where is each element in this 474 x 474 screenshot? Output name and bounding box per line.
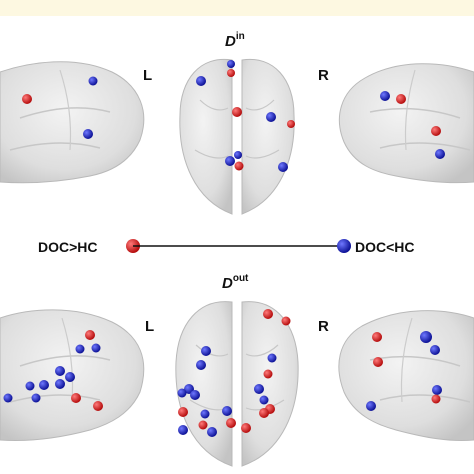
right-lateral-brain-2 bbox=[338, 310, 474, 441]
red-node-0 bbox=[22, 94, 32, 104]
blue-node-7 bbox=[25, 381, 35, 391]
red-node-24 bbox=[178, 407, 188, 417]
blue-node-16 bbox=[196, 360, 206, 370]
blue-node-12 bbox=[278, 162, 288, 172]
blue-node-5 bbox=[196, 76, 206, 86]
blue-node-3 bbox=[227, 60, 235, 68]
right-lateral-brain bbox=[338, 63, 474, 184]
blue-node-19 bbox=[177, 388, 187, 398]
red-node-10 bbox=[71, 393, 81, 403]
blue-node-4 bbox=[65, 372, 75, 382]
panel-din-left-label: L bbox=[143, 67, 152, 84]
panel-dout-nodes bbox=[3, 309, 442, 437]
panel-din: Din L R bbox=[0, 31, 474, 215]
axial-brain-2 bbox=[175, 301, 299, 467]
axial-brain bbox=[179, 58, 295, 215]
legend-blue-node-icon bbox=[337, 239, 351, 253]
blue-node-3 bbox=[55, 366, 65, 376]
blue-node-2 bbox=[83, 129, 93, 139]
red-node-17 bbox=[263, 369, 273, 379]
red-node-11 bbox=[93, 401, 103, 411]
blue-node-9 bbox=[31, 393, 41, 403]
blue-node-20 bbox=[190, 390, 200, 400]
panel-din-nodes bbox=[22, 60, 445, 172]
blue-node-22 bbox=[259, 395, 269, 405]
red-node-13 bbox=[281, 316, 291, 326]
panel-dout-title: Dout bbox=[222, 273, 249, 292]
blue-node-6 bbox=[39, 380, 49, 390]
blue-node-7 bbox=[266, 112, 276, 122]
blue-node-13 bbox=[380, 91, 390, 101]
blue-node-25 bbox=[200, 409, 210, 419]
red-node-27 bbox=[259, 408, 269, 418]
blue-node-26 bbox=[222, 406, 232, 416]
red-node-14 bbox=[396, 94, 406, 104]
panel-dout-left-label: L bbox=[145, 318, 154, 335]
top-band bbox=[0, 0, 474, 16]
red-node-6 bbox=[232, 107, 242, 117]
blue-node-16 bbox=[435, 149, 445, 159]
panel-din-title: Din bbox=[225, 31, 245, 50]
blue-node-34 bbox=[420, 331, 432, 343]
blue-node-21 bbox=[254, 384, 264, 394]
red-node-30 bbox=[226, 418, 236, 428]
legend-left-label: DOC>HC bbox=[38, 239, 98, 255]
legend: DOC>HC DOC<HC bbox=[38, 239, 415, 255]
blue-node-15 bbox=[267, 353, 277, 363]
blue-node-14 bbox=[201, 346, 211, 356]
red-node-11 bbox=[234, 161, 244, 171]
panel-din-right-label: R bbox=[318, 67, 329, 84]
left-lateral-brain bbox=[0, 61, 145, 184]
red-node-39 bbox=[431, 394, 441, 404]
blue-node-5 bbox=[55, 379, 65, 389]
blue-node-28 bbox=[178, 425, 188, 435]
red-node-31 bbox=[241, 423, 251, 433]
blue-node-9 bbox=[234, 151, 242, 159]
blue-node-37 bbox=[432, 385, 442, 395]
panel-dout-right-label: R bbox=[318, 318, 329, 335]
blue-node-1 bbox=[75, 344, 85, 354]
blue-node-32 bbox=[207, 427, 217, 437]
blue-node-35 bbox=[430, 345, 440, 355]
legend-right-label: DOC<HC bbox=[355, 239, 415, 255]
red-node-4 bbox=[227, 69, 235, 77]
blue-node-38 bbox=[366, 401, 376, 411]
blue-node-2 bbox=[91, 343, 101, 353]
red-node-33 bbox=[372, 332, 382, 342]
red-node-15 bbox=[431, 126, 441, 136]
red-node-12 bbox=[263, 309, 273, 319]
blue-node-1 bbox=[88, 76, 98, 86]
red-node-29 bbox=[198, 420, 208, 430]
blue-node-10 bbox=[225, 156, 235, 166]
blue-node-8 bbox=[3, 393, 13, 403]
red-node-0 bbox=[85, 330, 95, 340]
red-node-8 bbox=[287, 120, 295, 128]
panel-dout: Dout L R bbox=[0, 273, 474, 467]
red-node-36 bbox=[373, 357, 383, 367]
